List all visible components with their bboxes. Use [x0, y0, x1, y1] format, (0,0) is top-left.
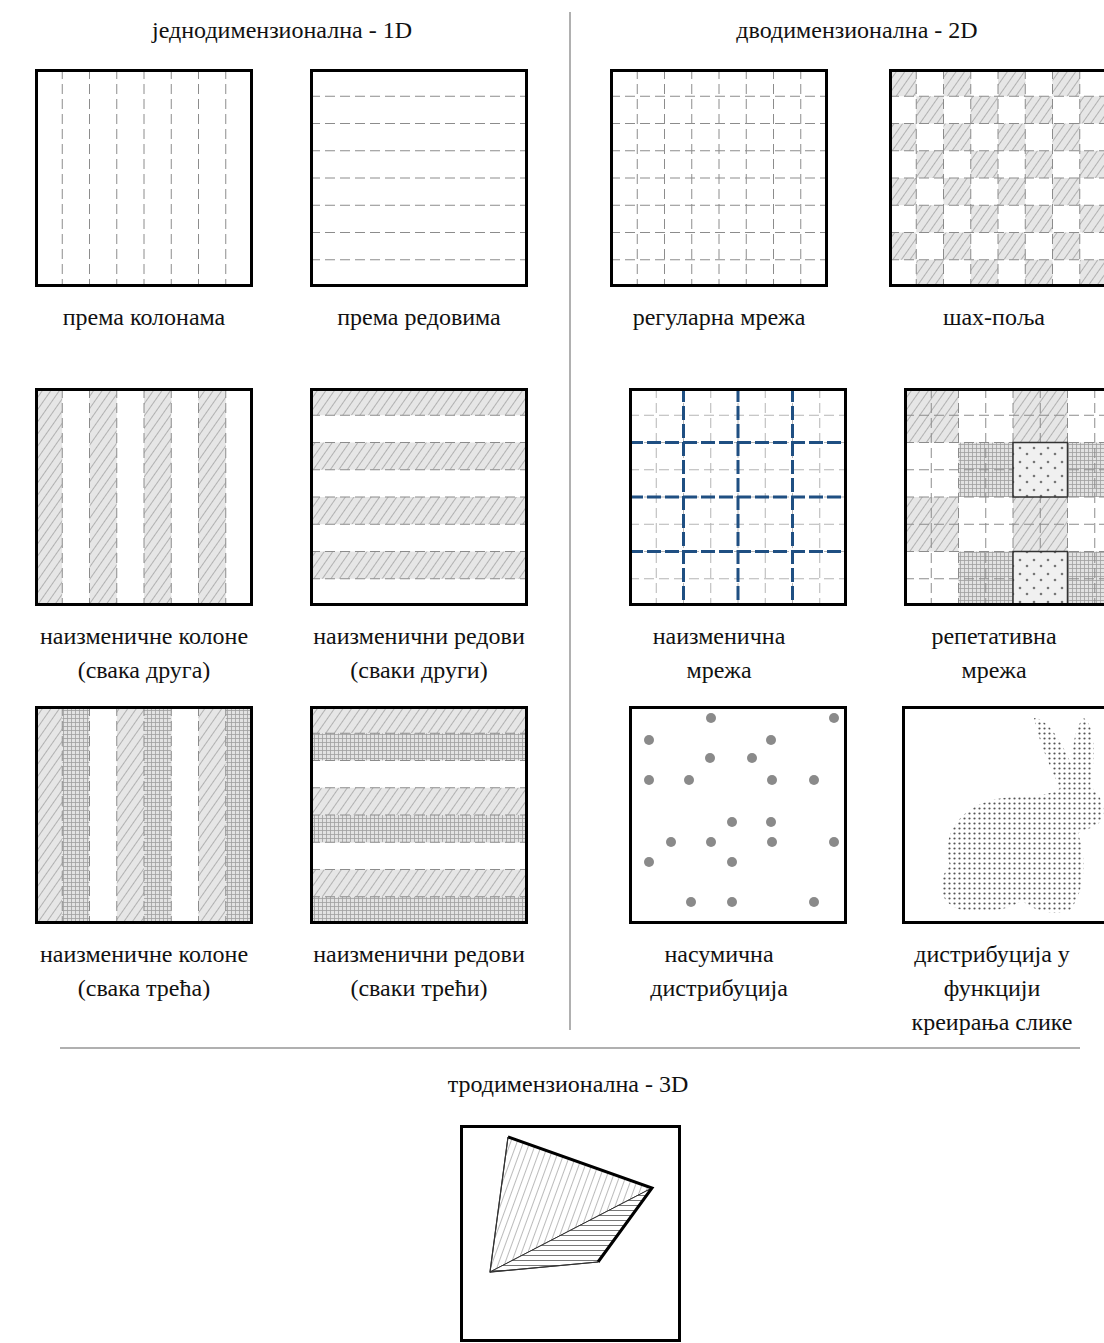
pattern-illustration — [629, 706, 847, 924]
section-heading: дводимензионална - 2D — [736, 15, 977, 45]
pattern-illustration — [610, 69, 828, 287]
pattern-illustration — [889, 69, 1104, 287]
tile-caption: наизменична мрежа — [629, 619, 809, 687]
pattern-illustration — [310, 69, 528, 287]
section-heading: једнодимензионална - 1D — [152, 15, 412, 45]
section-heading: тродимензионална - 3D — [448, 1069, 689, 1099]
pattern-illustration — [902, 706, 1104, 924]
pattern-tile: шах-поља — [889, 69, 1099, 334]
pattern-illustration — [35, 388, 253, 606]
divider-line — [569, 12, 571, 1030]
tile-caption: наизменичне колоне (свака друга) — [6, 619, 282, 687]
pattern-illustration — [35, 706, 253, 924]
pattern-tile: насумична дистрибуција — [629, 706, 809, 1005]
divider-line — [60, 1047, 1080, 1049]
tile-caption: према редовима — [281, 300, 557, 334]
pattern-tile: према редовима — [281, 69, 557, 334]
tile-caption: наизменични редови (сваки трећи) — [281, 937, 557, 1005]
tile-caption: насумична дистрибуција — [629, 937, 809, 1005]
pattern-illustration — [310, 388, 528, 606]
tile-caption: шах-поља — [889, 300, 1099, 334]
pattern-tile: наизменичне колоне (свака друга) — [6, 388, 282, 687]
pattern-illustration — [310, 706, 528, 924]
pattern-tile: регуларна мрежа — [599, 69, 839, 334]
pattern-tile: наизменична мрежа — [629, 388, 809, 687]
tile-caption: према колонама — [6, 300, 282, 334]
pattern-illustration — [35, 69, 253, 287]
tile-caption: дистрибуција у функцији креирања слике — [902, 937, 1082, 1039]
pattern-tile: према колонама — [6, 69, 282, 334]
pattern-tile: наизменичне колоне (свака трећа) — [6, 706, 282, 1005]
3d-illustration — [462, 1127, 680, 1341]
pattern-illustration — [904, 388, 1104, 606]
pattern-tile: наизменични редови (сваки трећи) — [281, 706, 557, 1005]
pattern-tile: репетативна мрежа — [904, 388, 1084, 687]
tile-caption: репетативна мрежа — [904, 619, 1084, 687]
tile-caption: регуларна мрежа — [599, 300, 839, 334]
tile-caption: наизменичне колоне (свака трећа) — [6, 937, 282, 1005]
tile-caption: наизменични редови (сваки други) — [281, 619, 557, 687]
pattern-illustration — [629, 388, 847, 606]
pattern-tile: наизменични редови (сваки други) — [281, 388, 557, 687]
pattern-tile: дистрибуција у функцији креирања слике — [902, 706, 1082, 1039]
